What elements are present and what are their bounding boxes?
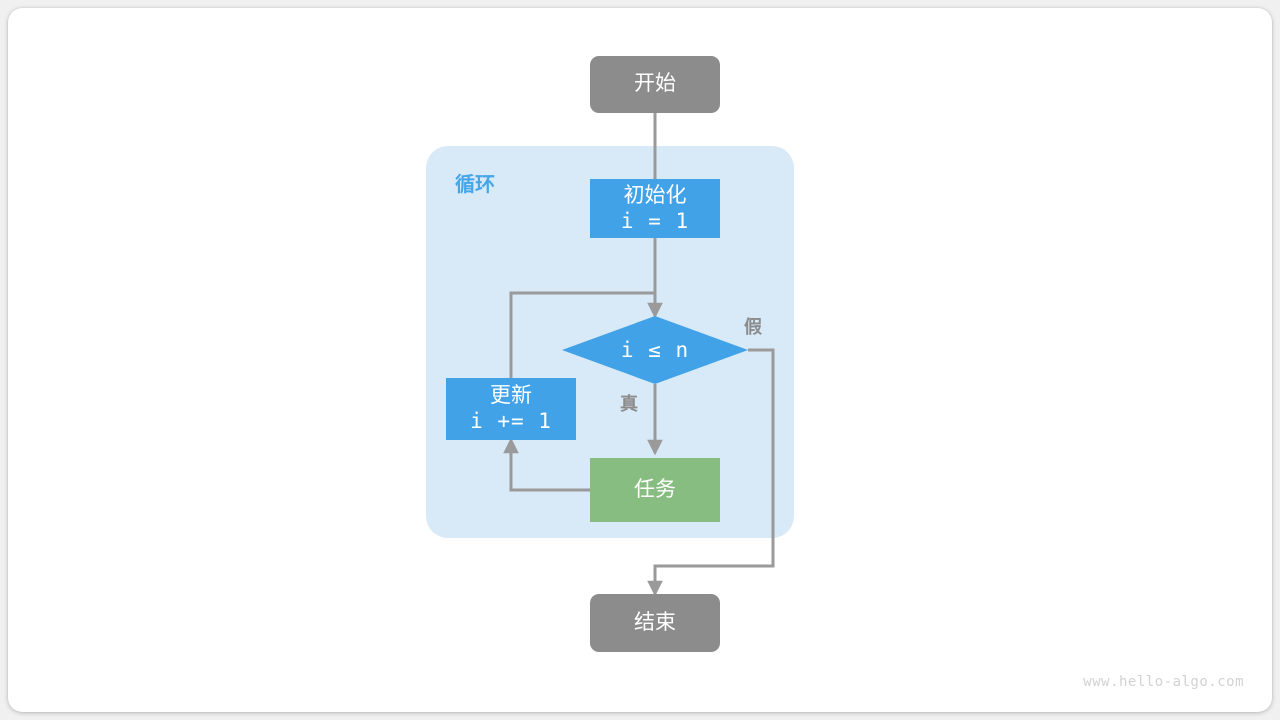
edge-condition-to-end-false (647, 348, 775, 597)
diagram-card: 循环 开始 初始化 i = 1 i ≤ n 更新 i += 1 任务 结束 真 … (8, 8, 1272, 712)
node-end[interactable] (590, 594, 720, 652)
edge-update-to-condition (509, 291, 655, 378)
node-task[interactable] (590, 458, 720, 522)
edge-task-to-update (503, 437, 590, 492)
flowchart-svg (426, 56, 794, 652)
node-update[interactable] (446, 378, 576, 440)
node-condition[interactable] (562, 316, 748, 384)
node-init[interactable] (590, 179, 720, 238)
node-start[interactable] (590, 56, 720, 113)
diagram-stage: 循环 开始 初始化 i = 1 i ≤ n 更新 i += 1 任务 结束 真 … (8, 8, 1272, 712)
watermark: www.hello-algo.com (1083, 674, 1244, 690)
